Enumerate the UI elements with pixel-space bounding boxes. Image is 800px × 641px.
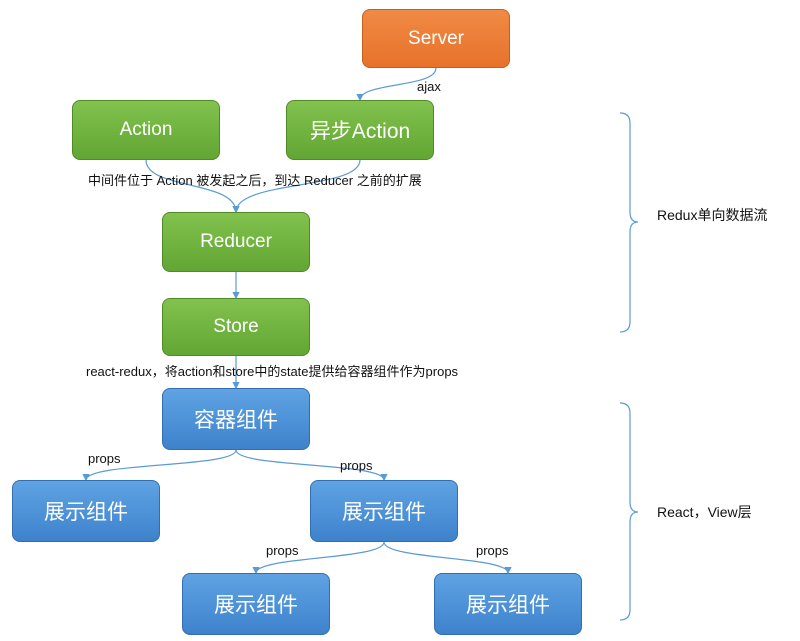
presentational-component-mid-node: 展示组件: [310, 480, 458, 542]
presentational-component-bottom-left-node: 展示组件: [182, 573, 330, 635]
props-label-left: props: [88, 451, 121, 466]
brace-react: [619, 402, 639, 621]
react-redux-label: react-redux，将action和store中的state提供给容器组件作…: [86, 364, 459, 379]
edge-mid-bottom-left: [252, 541, 385, 575]
props-label-mid: props: [340, 458, 373, 473]
edge-container-pres-left: [82, 449, 237, 482]
ajax-label: ajax: [417, 79, 441, 94]
async-action-node: 异步Action: [286, 100, 434, 160]
edge-action-reducer: [145, 159, 240, 214]
presentational-component-left-node: 展示组件: [12, 480, 160, 542]
edge-container-pres-mid: [235, 449, 388, 482]
presentational-component-bottom-right-node: 展示组件: [434, 573, 582, 635]
container-component-node: 容器组件: [162, 388, 310, 450]
props-label-bottom-right: props: [476, 543, 509, 558]
edge-async-reducer: [232, 159, 361, 214]
action-node: Action: [72, 100, 220, 160]
server-node: Server: [362, 9, 510, 68]
redux-flow-section-label: Redux单向数据流: [657, 207, 768, 223]
reducer-node: Reducer: [162, 212, 310, 272]
edge-mid-bottom-right: [383, 541, 512, 575]
props-label-bottom-left: props: [266, 543, 299, 558]
middleware-label: 中间件位于 Action 被发起之后，到达 Reducer 之前的扩展: [88, 173, 422, 188]
react-view-section-label: React，View层: [657, 504, 752, 520]
brace-redux: [619, 112, 639, 333]
edge-server-async: [356, 67, 437, 102]
store-node: Store: [162, 298, 310, 356]
